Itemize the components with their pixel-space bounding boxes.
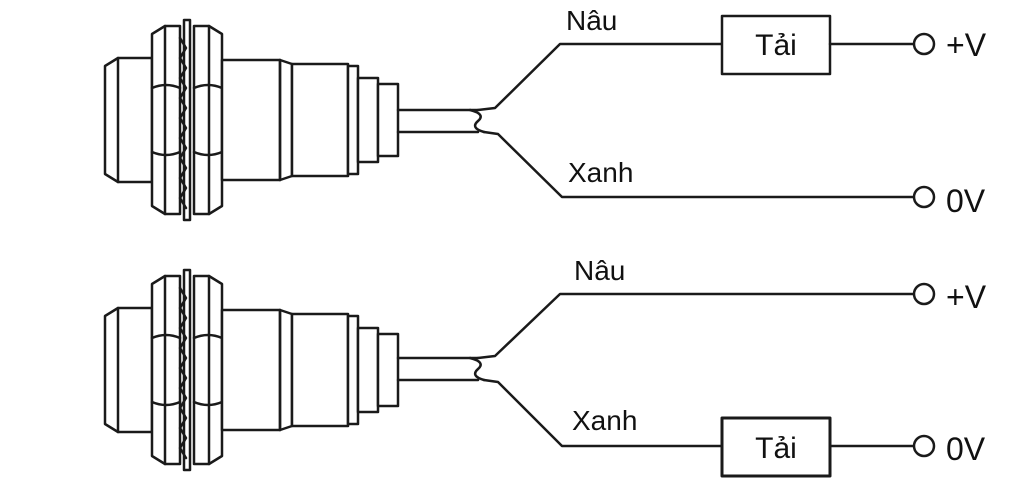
wire-bottom-2 bbox=[482, 378, 724, 448]
wire-top-1 bbox=[476, 42, 724, 112]
load-box-2 bbox=[720, 416, 832, 478]
terminal-zero-2-icon bbox=[912, 434, 936, 458]
load-label-2: Tải bbox=[755, 432, 797, 465]
diagram-2 bbox=[103, 268, 936, 478]
terminal-plus-2-icon bbox=[912, 282, 936, 306]
wire-label-brown-1: Nâu bbox=[566, 5, 617, 36]
terminal-label-zero-2: 0V bbox=[946, 431, 986, 467]
wire-label-blue-1: Xanh bbox=[568, 157, 633, 188]
diagram-1 bbox=[103, 14, 936, 222]
terminal-label-zero-1: 0V bbox=[946, 183, 986, 219]
terminal-zero-1-icon bbox=[912, 185, 936, 209]
terminal-plus-1-icon bbox=[912, 32, 936, 56]
load-label-1: Tải bbox=[755, 29, 797, 62]
wire-top-2 bbox=[476, 292, 916, 360]
terminal-label-plus-1: +V bbox=[946, 27, 987, 63]
wire-label-brown-2: Nâu bbox=[574, 255, 625, 286]
sensor-2-icon bbox=[103, 268, 486, 472]
wire-label-blue-2: Xanh bbox=[572, 405, 637, 436]
wire-bottom-1 bbox=[482, 130, 916, 199]
terminal-label-plus-2: +V bbox=[946, 279, 987, 315]
sensor-1-icon bbox=[103, 18, 486, 222]
